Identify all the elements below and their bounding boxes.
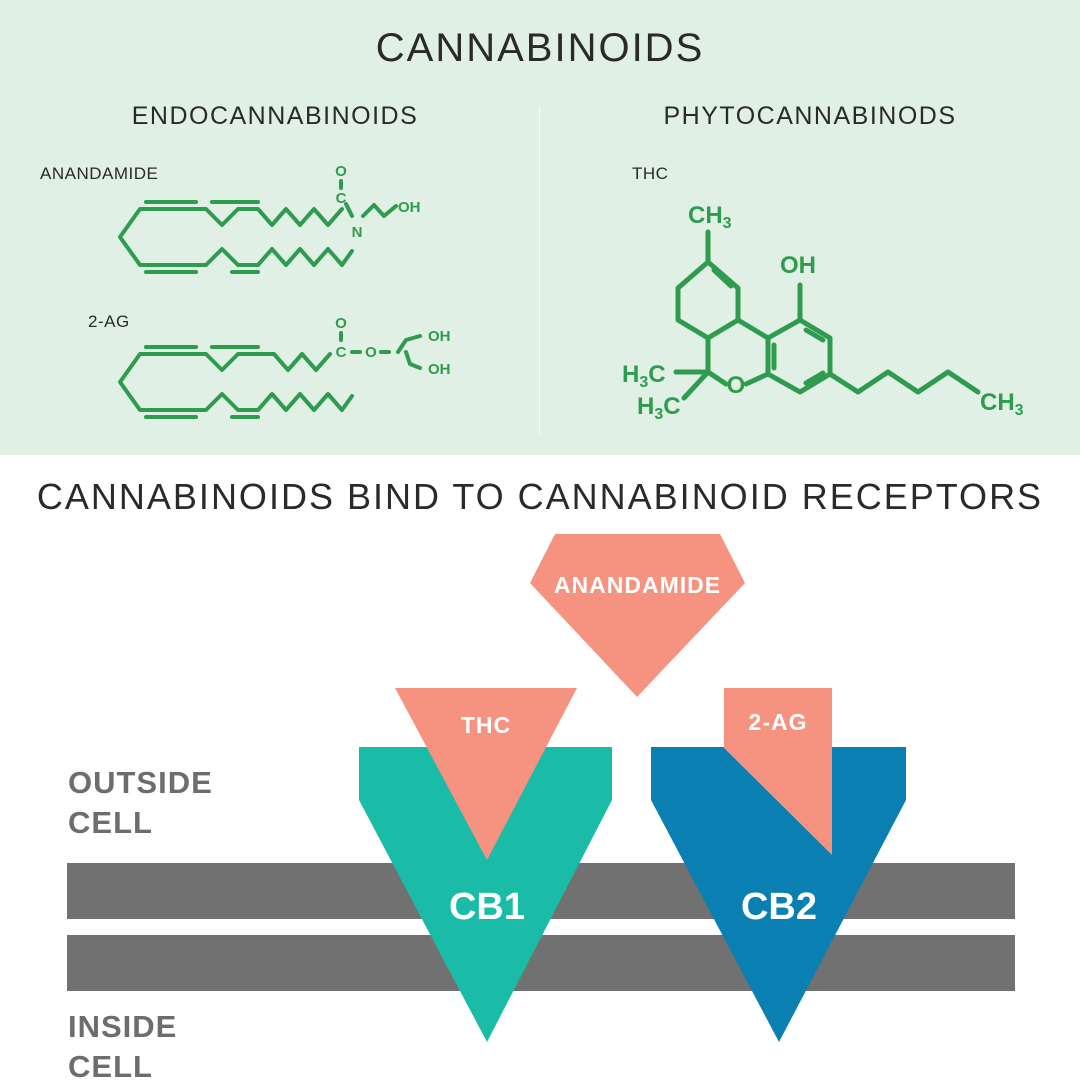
cb1-receptor [359, 747, 612, 1042]
anandamide-atom-c: C [336, 190, 347, 207]
two-ag-atom-o: O [365, 344, 377, 361]
two-ag-structure [118, 331, 422, 419]
cb1-label: CB1 [448, 886, 526, 928]
anandamide-atom-n: N [352, 224, 363, 241]
thc-atom-oh: OH [780, 252, 816, 279]
two-ag-atom-oh2: OH [428, 361, 451, 378]
thc-atom-o: O [727, 372, 746, 399]
thc-structure [673, 229, 981, 401]
outside-cell-label: OUTSIDE CELL [68, 765, 213, 840]
atom-labels: O C N OH O C O OH OH CH3 OH H3C H3C O CH… [335, 163, 1024, 423]
anandamide-atom-o: O [335, 163, 347, 180]
thc-ligand [395, 688, 577, 860]
two-ag-atom-c: C [336, 344, 347, 361]
thc-atom-ch3-right: CH3 [980, 389, 1024, 419]
cb2-receptor [651, 747, 906, 1042]
membrane-inner-layer [67, 935, 1015, 991]
thc-atom-h3c-2: H3C [637, 393, 681, 423]
thc-atom-h3c-1: H3C [622, 361, 666, 391]
anandamide-ligand [530, 534, 745, 697]
thc-label: THC [632, 164, 669, 183]
endocannabinoids-title: ENDOCANNABINOIDS [131, 102, 419, 130]
anandamide-atom-oh: OH [398, 199, 421, 216]
thc-atom-ch3-top: CH3 [688, 202, 732, 232]
thc-ligand-label: THC [460, 712, 512, 738]
anandamide-ligand-label: ANANDAMIDE [553, 572, 722, 598]
two-ag-ligand-label: 2-AG [748, 709, 808, 735]
binding-title: CANNABINOIDS BIND TO CANNABINOID RECEPTO… [36, 476, 1044, 517]
two-ag-ligand [724, 688, 832, 855]
phytocannabinoids-title: PHYTOCANNABINODS [663, 102, 957, 130]
cb2-label: CB2 [740, 886, 818, 928]
inside-cell-label: INSIDE CELL [68, 1009, 178, 1084]
anandamide-label: ANANDAMIDE [40, 164, 159, 183]
two-ag-atom-oh1: OH [428, 328, 451, 345]
page-title: CANNABINOIDS [375, 26, 705, 70]
two-ag-atom-o-top: O [335, 315, 347, 332]
molecule-structures: O C N OH O C O OH OH CH3 OH H3C H3C O CH… [118, 163, 1024, 423]
two-ag-label: 2-AG [88, 312, 130, 331]
anandamide-structure [118, 179, 398, 274]
panel-divider [539, 108, 540, 434]
